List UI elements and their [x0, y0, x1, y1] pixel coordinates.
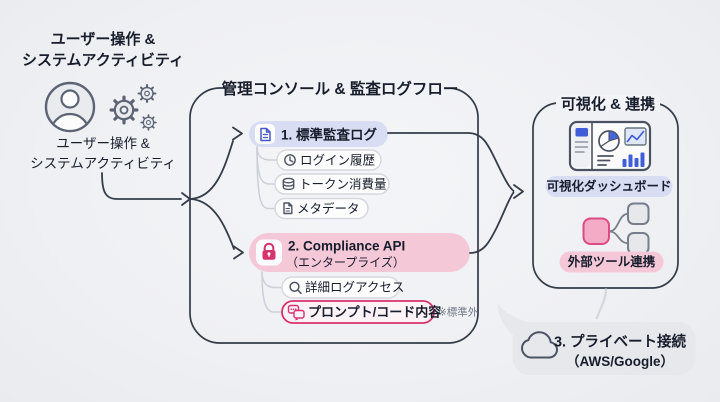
database-icon	[282, 177, 295, 191]
console-box: 管理コンソール & 監査ログフロー	[189, 79, 479, 344]
cloud-icon	[521, 331, 558, 359]
compliance-item-prompt-content: プロンプト/コード内容	[281, 300, 441, 324]
document-icon	[255, 124, 275, 144]
visualization-title: 可視化 & 連携	[561, 95, 655, 113]
connector-visualization-to-private	[595, 288, 608, 320]
lock-icon	[256, 239, 282, 266]
dashboard-icon	[568, 120, 652, 172]
flow-split-to-standard-log	[190, 126, 243, 200]
source-title-line2: システムアクティビティ	[22, 52, 184, 69]
search-icon	[289, 281, 302, 295]
dashboard-label: 可視化ダッシュボード	[546, 179, 671, 194]
gears-icon	[109, 84, 157, 131]
private-connection-node: 3. プライベート接続 （AWS/Google）	[497, 303, 696, 375]
standard-log-item-tokens: トークン消費量	[274, 173, 390, 195]
nodes-icon	[582, 202, 650, 255]
dashboard-pill: 可視化ダッシュボード	[545, 176, 673, 197]
console-title: 管理コンソール & 監査ログフロー	[222, 79, 459, 98]
compliance-api-pill	[249, 233, 470, 272]
visualization-title-backing	[556, 95, 660, 111]
login-history-label: ログイン履歴	[300, 154, 375, 168]
flow-split-to-compliance-api	[190, 198, 244, 260]
standard-log-node: 1. 標準監査ログ	[249, 121, 388, 147]
source-label-line1: ユーザー操作 &	[56, 136, 150, 151]
source-section: ユーザー操作 & システムアクティビティ ユーザー操作 & システムアクティビテ…	[22, 30, 184, 171]
integration-pill: 外部ツール連携	[559, 251, 664, 273]
compliance-api-label: 2. Compliance API	[288, 239, 405, 254]
visualization-arrowhead	[513, 184, 524, 199]
integration-label: 外部ツール連携	[567, 254, 656, 269]
compliance-api-node: 2. Compliance API （エンタープライズ）	[249, 233, 470, 272]
standard-log-sub-connectors	[256, 146, 278, 210]
user-icon	[44, 81, 96, 133]
standard-log-pill	[249, 121, 388, 147]
standard-log-item-metadata: メタデータ	[274, 197, 369, 220]
non-standard-note: ※標準外	[438, 306, 479, 319]
source-label-line2: システムアクティビティ	[30, 156, 176, 171]
compliance-item-log-access: 詳細ログアクセス	[281, 276, 404, 299]
prompt-content-label: プロンプト/コード内容	[308, 305, 441, 320]
visualization-box: 可視化 & 連携 可視化ダッシュボード	[532, 95, 679, 289]
metadata-label: メタデータ	[297, 201, 360, 216]
flow-compliance-to-visualization	[469, 191, 515, 254]
flow-standard-log-to-visualization	[387, 132, 515, 192]
private-connection-line1: 3. プライベート接続	[554, 333, 687, 351]
compliance-sub-connectors	[261, 271, 283, 313]
standard-log-label: 1. 標準監査ログ	[281, 127, 378, 143]
chat-bubbles-icon	[287, 304, 305, 321]
compliance-api-sublabel: （エンタープライズ）	[286, 255, 405, 270]
file-icon	[283, 202, 293, 215]
source-title-line1: ユーザー操作 &	[51, 30, 156, 48]
flow-arrow-user-to-console	[101, 172, 191, 206]
log-access-label: 詳細ログアクセス	[305, 280, 404, 295]
console-title-backing	[228, 79, 452, 97]
clock-icon	[284, 154, 296, 166]
standard-log-item-login: ログイン履歴	[276, 149, 382, 171]
token-usage-label: トークン消費量	[299, 177, 387, 192]
private-connection-line2: （AWS/Google）	[566, 354, 674, 369]
private-connection-pill	[512, 322, 696, 375]
